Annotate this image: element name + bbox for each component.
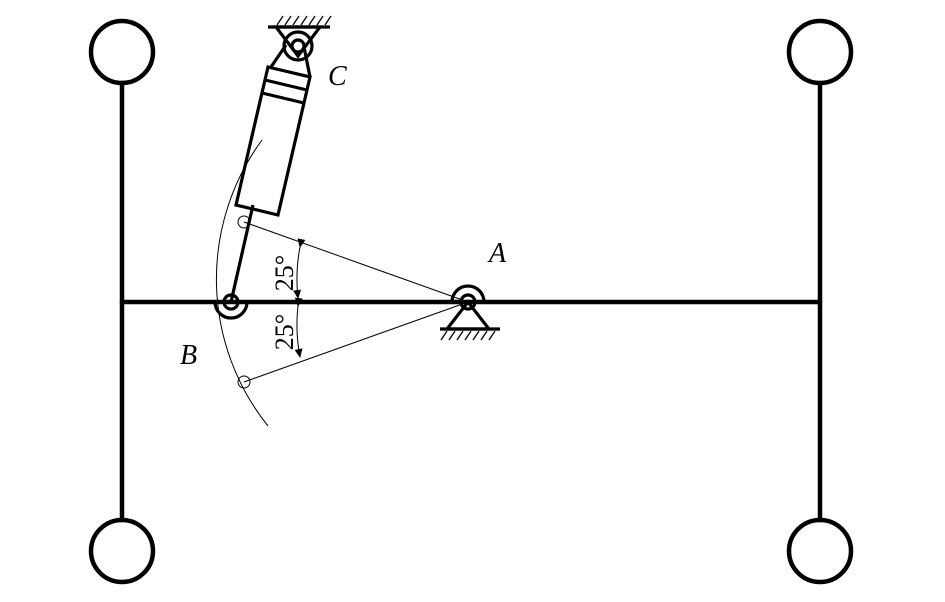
pivot-a-hatching bbox=[440, 330, 496, 341]
wheel-top-right bbox=[786, 18, 854, 86]
pivot-b-boss bbox=[213, 300, 249, 320]
pivot-c bbox=[268, 15, 332, 62]
angle-label-upper: 25° bbox=[270, 255, 299, 291]
wheels bbox=[88, 18, 854, 585]
angle-arc-lower bbox=[294, 297, 303, 358]
pivot-a-pin bbox=[459, 293, 477, 311]
pivot-a-support bbox=[443, 299, 493, 331]
cylinder-end-cap-right bbox=[302, 46, 312, 78]
pivot-a-boss bbox=[450, 284, 486, 303]
angle-arc-upper bbox=[293, 238, 306, 299]
angle-label-lower: 25° bbox=[270, 314, 299, 350]
wheel-bottom-left bbox=[88, 517, 156, 585]
line-a-to-upper-position bbox=[243, 221, 469, 303]
pivot-b bbox=[213, 293, 249, 320]
wheel-top-left bbox=[88, 18, 156, 86]
angle-dimension: 25° 25° bbox=[270, 238, 306, 358]
label-c: C bbox=[328, 61, 347, 92]
cylinder-inner-line-top bbox=[264, 78, 308, 92]
construction-lines bbox=[237, 215, 469, 389]
lower-extreme-position bbox=[237, 375, 251, 389]
motion-arc bbox=[215, 139, 269, 427]
pivot-c-boss bbox=[282, 30, 314, 62]
line-a-to-lower-position bbox=[243, 301, 469, 383]
piston-rod bbox=[229, 204, 255, 303]
cylinder-inner-line-mid bbox=[261, 91, 305, 105]
pivot-b-pin bbox=[222, 293, 240, 311]
pivot-a bbox=[440, 284, 500, 341]
label-a: A bbox=[487, 238, 507, 269]
label-b: B bbox=[180, 340, 197, 371]
wheel-bottom-right bbox=[786, 517, 854, 585]
pivot-c-pin bbox=[290, 38, 306, 54]
pivot-c-bracket bbox=[272, 25, 324, 59]
cylinder-body bbox=[234, 65, 312, 217]
pivot-c-hatching bbox=[276, 15, 332, 26]
